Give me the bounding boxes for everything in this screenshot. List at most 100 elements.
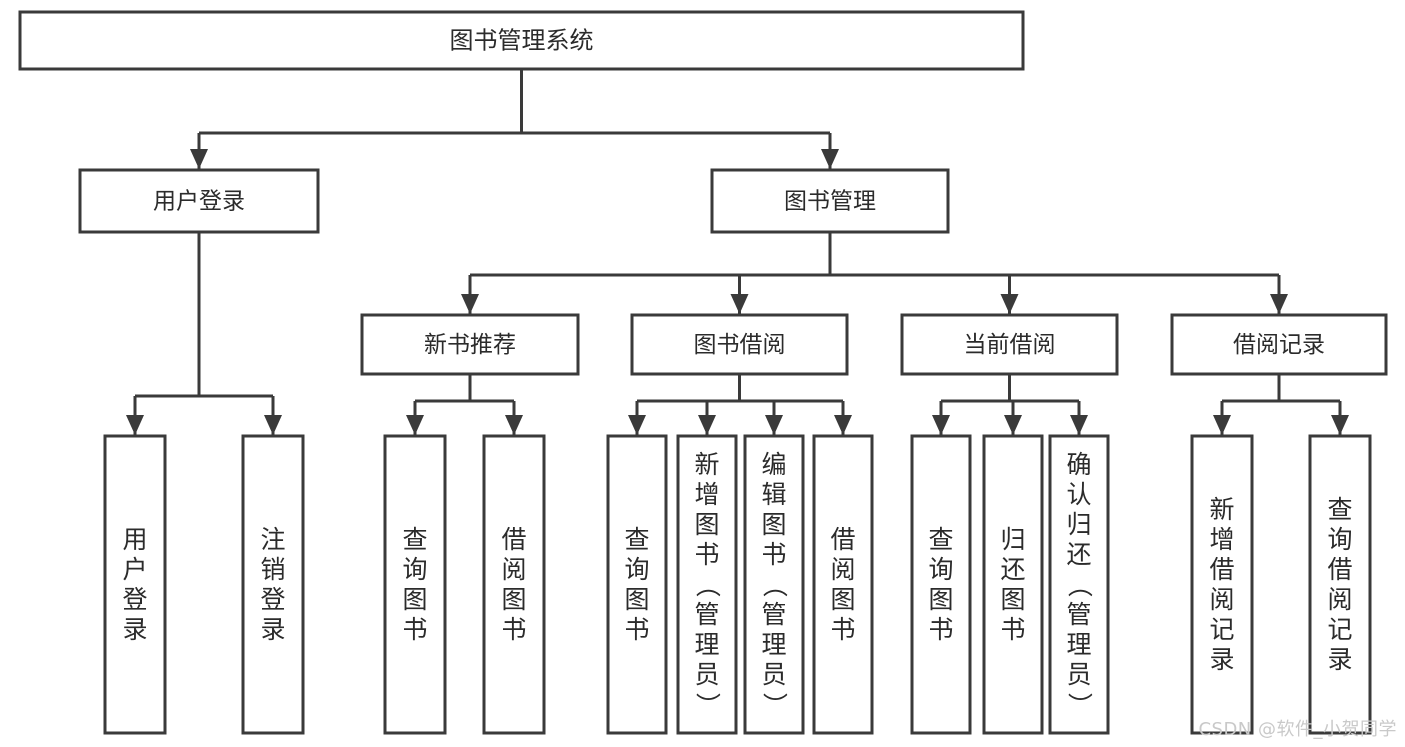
node-label-char: 辑	[761, 480, 786, 509]
node-label-char: 新	[1209, 495, 1234, 524]
node-label-char: （	[760, 572, 789, 597]
node-label-char: 书	[624, 615, 649, 644]
node-label-char: 书	[830, 615, 855, 644]
node-label: 新书推荐	[424, 332, 516, 358]
node-leaf-user-login[interactable]: 用户登录	[103, 434, 167, 735]
node-label-char: 归	[1066, 510, 1091, 539]
arrow-head-icon	[1270, 294, 1288, 314]
node-label-char: 图	[501, 585, 526, 614]
node-label-char: 员	[1066, 660, 1091, 689]
csdn-watermark: CSDN @软件_小贺同学	[1198, 719, 1397, 740]
node-label-char: 阅	[830, 555, 855, 584]
node-label-char: 户	[122, 555, 147, 584]
node-label-char: 编	[761, 450, 786, 479]
arrow-head-icon	[821, 149, 839, 169]
node-label-char: 书	[694, 540, 719, 569]
node-label: 图书借阅	[694, 332, 786, 358]
arrow-head-icon	[264, 415, 282, 435]
node-label-char: 登	[122, 585, 147, 614]
connector-layer	[126, 69, 1349, 435]
node-label-char: 图	[624, 585, 649, 614]
node-label-char: 询	[1327, 525, 1352, 554]
node-label: 图书管理	[784, 189, 876, 215]
node-new-book-rec[interactable]: 新书推荐	[360, 313, 580, 376]
node-label-char: 图	[694, 510, 719, 539]
node-label-char: 询	[928, 555, 953, 584]
node-label-char: 图	[928, 585, 953, 614]
node-label-char: 书	[402, 615, 427, 644]
node-label-char: 增	[1209, 525, 1234, 554]
node-label-char: 录	[122, 615, 147, 644]
node-label-char: 注	[260, 525, 285, 554]
node-label-char: 询	[624, 555, 649, 584]
node-book-borrow[interactable]: 图书借阅	[630, 313, 849, 376]
node-label-char: 查	[624, 525, 649, 554]
node-label-char: 管	[1066, 600, 1091, 629]
node-label-char: 登	[260, 585, 285, 614]
node-label-char: 询	[402, 555, 427, 584]
node-label-char: 阅	[501, 555, 526, 584]
node-label-char: （	[1065, 572, 1094, 597]
node-label-char: 借	[1209, 555, 1234, 584]
node-label-char: 阅	[1327, 585, 1352, 614]
node-label-char: 录	[1209, 645, 1234, 674]
node-label-char: （	[693, 572, 722, 597]
arrow-head-icon	[932, 415, 950, 435]
node-label-char: 图	[402, 585, 427, 614]
node-label-char: 认	[1066, 480, 1091, 509]
node-label-char: 书	[1000, 615, 1025, 644]
node-label: 用户登录	[153, 189, 245, 215]
node-label: 借阅记录	[1233, 332, 1325, 358]
arrow-head-icon	[1331, 415, 1349, 435]
node-label-char: ）	[1065, 692, 1094, 717]
node-label-char: 用	[122, 525, 147, 554]
node-root-system[interactable]: 图书管理系统	[18, 10, 1025, 71]
node-label-char: 书	[501, 615, 526, 644]
node-label-char: 理	[1066, 630, 1091, 659]
node-label-char: 查	[402, 525, 427, 554]
arrow-head-icon	[698, 415, 716, 435]
node-label-char: 书	[761, 540, 786, 569]
node-current-borrow[interactable]: 当前借阅	[900, 313, 1119, 376]
node-label-char: 确	[1066, 450, 1091, 479]
node-label-char: 管	[694, 600, 719, 629]
node-label-char: 新	[694, 450, 719, 479]
node-label-char: 查	[1327, 495, 1352, 524]
node-label-char: 理	[761, 630, 786, 659]
node-label-char: 借	[501, 525, 526, 554]
node-book-manage[interactable]: 图书管理	[710, 168, 950, 234]
arrow-head-icon	[730, 294, 749, 314]
node-label-char: ）	[760, 692, 789, 717]
arrow-head-icon	[1000, 294, 1019, 314]
node-label: 当前借阅	[964, 332, 1056, 358]
arrow-head-icon	[628, 415, 646, 435]
node-user-login[interactable]: 用户登录	[78, 168, 320, 234]
node-label-char: 借	[1327, 555, 1352, 584]
node-label-char: 还	[1066, 540, 1091, 569]
arrow-head-icon	[834, 415, 852, 435]
node-label-char: 销	[260, 555, 285, 584]
node-borrow-record[interactable]: 借阅记录	[1170, 313, 1388, 376]
node-label-char: 录	[260, 615, 285, 644]
arrow-head-icon	[126, 415, 144, 435]
node-layer: 图书管理系统用户登录图书管理新书推荐图书借阅当前借阅借阅记录用户登录注销登录查询…	[18, 10, 1388, 735]
node-label-char: 书	[928, 615, 953, 644]
node-label-char: ）	[693, 692, 722, 717]
node-label-char: 员	[694, 660, 719, 689]
node-label-char: 理	[694, 630, 719, 659]
arrow-head-icon	[406, 415, 424, 435]
